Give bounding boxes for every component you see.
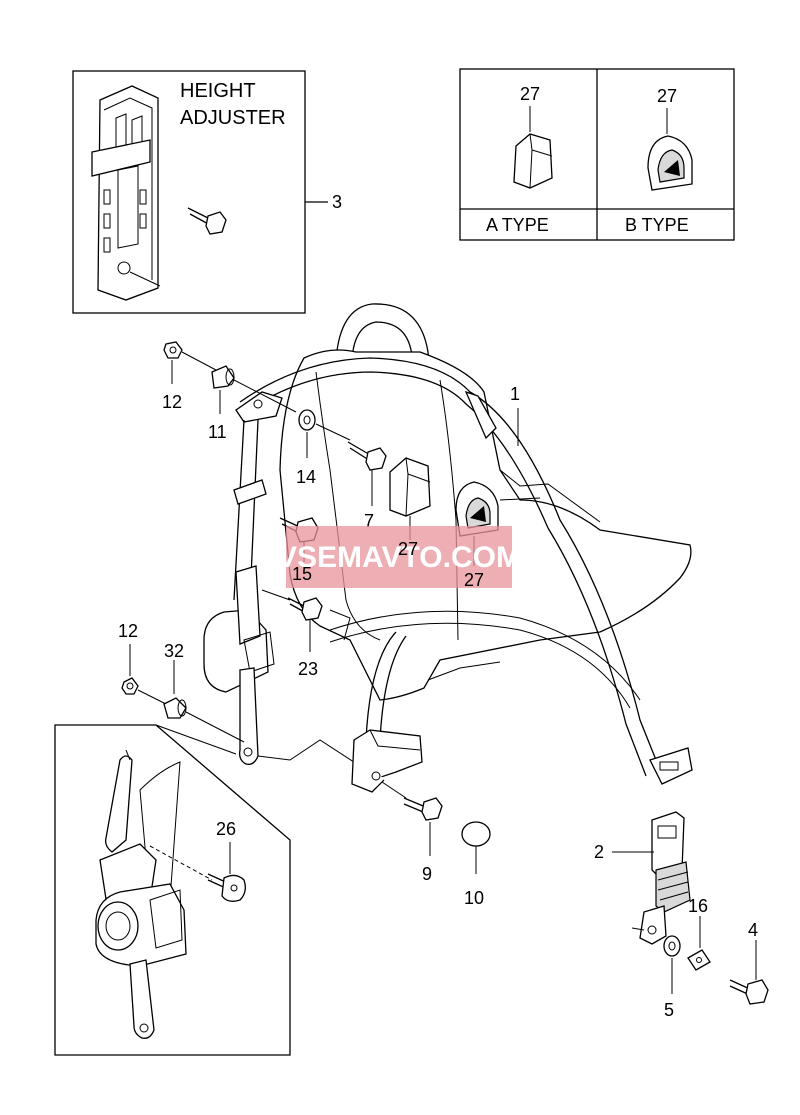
watermark: VSEMAVTO.COM	[277, 526, 521, 588]
callout-1: 1	[510, 384, 520, 404]
b-type-part-number: 27	[657, 86, 677, 106]
washer-5	[663, 935, 681, 994]
a-type-cover	[513, 133, 553, 189]
height-adjuster-bolt	[187, 207, 227, 235]
height-adjuster-title-line1: HEIGHT	[180, 80, 256, 102]
type-variant-inset: 27 27 A TYPE B TYPE	[459, 68, 735, 241]
callout-11: 11	[208, 422, 227, 442]
callout-4: 4	[748, 920, 758, 940]
b-type-label: B TYPE	[625, 215, 689, 235]
callout-3: 3	[332, 192, 342, 212]
height-adjuster-part	[91, 85, 161, 301]
seat-belt-webbing	[239, 357, 693, 785]
nut-12-top	[163, 341, 217, 384]
callout-23: 23	[298, 659, 318, 679]
b-type-cover	[647, 135, 693, 191]
a-type-cover-installed	[389, 457, 431, 540]
callout-14: 14	[296, 467, 316, 487]
buckle-2	[612, 811, 691, 945]
washer-14	[298, 409, 351, 458]
callout-27-b: 27	[464, 570, 484, 590]
retractor-assembly	[203, 391, 361, 767]
callout-12-top: 12	[162, 392, 182, 412]
callout-9: 9	[422, 864, 432, 884]
spacer-11	[211, 365, 297, 414]
bolt-9	[381, 781, 443, 856]
callout-32: 32	[164, 641, 184, 661]
callout-2: 2	[594, 842, 604, 862]
spacer-32	[163, 660, 245, 743]
callout-27-a: 27	[398, 539, 418, 559]
floor-anchor-bracket	[351, 729, 423, 793]
height-adjuster-inset: HEIGHT ADJUSTER 3	[72, 70, 342, 314]
nut-12-bottom	[121, 644, 167, 705]
watermark-text: VSEMAVTO.COM	[277, 541, 521, 574]
bolt-23	[261, 589, 323, 652]
a-type-part-number: 27	[520, 84, 540, 104]
callout-5: 5	[664, 1000, 674, 1020]
height-adjuster-title-line2: ADJUSTER	[180, 107, 286, 129]
bolt-7	[347, 441, 387, 506]
cap-10	[461, 821, 491, 874]
callout-15: 15	[292, 564, 312, 584]
b-type-cover-installed	[455, 481, 499, 566]
callout-12-bottom: 12	[118, 621, 138, 641]
plate-16	[687, 916, 711, 971]
callout-26: 26	[216, 819, 236, 839]
a-type-label: A TYPE	[486, 215, 549, 235]
retractor-detail-inset: 26	[54, 724, 291, 1056]
callout-16: 16	[688, 896, 708, 916]
bolt-4	[729, 940, 769, 1005]
callout-7: 7	[364, 511, 374, 531]
callout-10: 10	[464, 888, 484, 908]
bolt-26	[207, 842, 246, 902]
